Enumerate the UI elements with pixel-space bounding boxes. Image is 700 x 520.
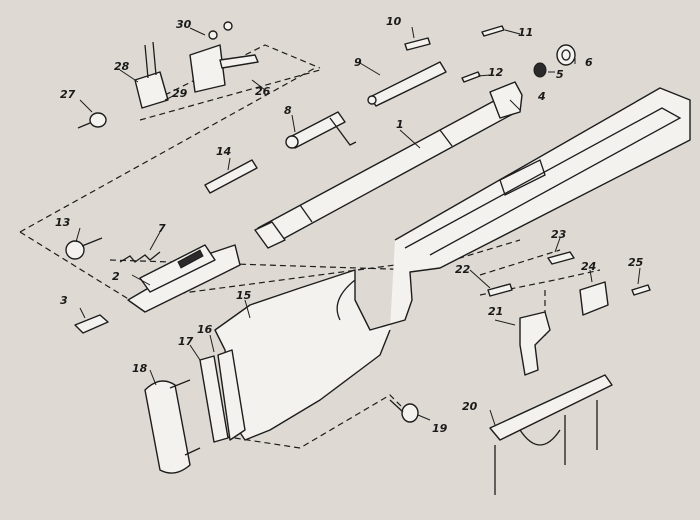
plate-3 [74, 314, 109, 334]
callout-28: 28 [114, 60, 130, 73]
pin-25 [631, 284, 651, 296]
callout-26: 26 [255, 85, 271, 98]
receiver [127, 244, 241, 313]
callout-20: 20 [462, 400, 478, 413]
cap-6 [556, 44, 576, 66]
sight-base [189, 44, 259, 93]
callout-6: 6 [585, 56, 593, 69]
screw-27 [77, 112, 107, 129]
callout-22: 22 [455, 263, 471, 276]
callout-5: 5 [556, 68, 564, 81]
callout-23: 23 [551, 228, 567, 241]
stock [214, 87, 691, 441]
sight-block [134, 41, 169, 109]
butt-screws [169, 379, 201, 456]
leader-lines [75, 26, 641, 426]
callout-29: 29 [172, 87, 188, 100]
firing-pin [367, 61, 447, 107]
screw-19 [389, 399, 419, 423]
pin-12 [461, 71, 481, 83]
bolt [285, 111, 357, 149]
callout-15: 15 [236, 289, 252, 302]
trigger-guard [489, 374, 613, 495]
spacer-16 [217, 349, 246, 441]
stock-grip-line [336, 279, 356, 321]
callout-18: 18 [132, 362, 148, 375]
rod-14 [204, 159, 258, 194]
callout-13: 13 [55, 216, 71, 229]
callout-19: 19 [432, 422, 448, 435]
pin-10 [404, 37, 431, 51]
spring-5 [533, 62, 547, 78]
callout-8: 8 [284, 104, 292, 117]
trigger [519, 311, 551, 376]
callout-7: 7 [158, 222, 166, 235]
knob-13 [65, 237, 103, 260]
callout-2: 2 [112, 270, 120, 283]
callout-9: 9 [354, 56, 362, 69]
screw-30 [208, 21, 233, 40]
callout-27: 27 [60, 88, 76, 101]
callout-3: 3 [60, 294, 68, 307]
plate-23 [547, 251, 575, 265]
callout-14: 14 [216, 145, 231, 158]
callout-30: 30 [176, 18, 192, 31]
pin-22 [487, 283, 513, 297]
callout-1: 1 [396, 118, 404, 131]
callout-16: 16 [197, 323, 213, 336]
callout-21: 21 [488, 305, 503, 318]
callout-4: 4 [537, 90, 546, 103]
callout-10: 10 [386, 15, 402, 28]
spring-7 [119, 251, 161, 263]
callout-12: 12 [488, 66, 504, 79]
callout-25: 25 [628, 256, 644, 269]
callout-24: 24 [581, 260, 596, 273]
barrel [254, 81, 523, 249]
stock-channel [404, 107, 682, 256]
callout-11: 11 [518, 26, 533, 39]
spacer-17 [199, 355, 229, 443]
stock-ridge [499, 159, 546, 196]
callout-17: 17 [178, 335, 194, 348]
pin-11 [481, 25, 505, 37]
housing-24 [579, 281, 609, 316]
callout-labels: 1 2 3 4 5 6 7 8 9 10 11 12 13 14 15 16 1… [55, 15, 644, 435]
butt-plate [144, 380, 191, 474]
